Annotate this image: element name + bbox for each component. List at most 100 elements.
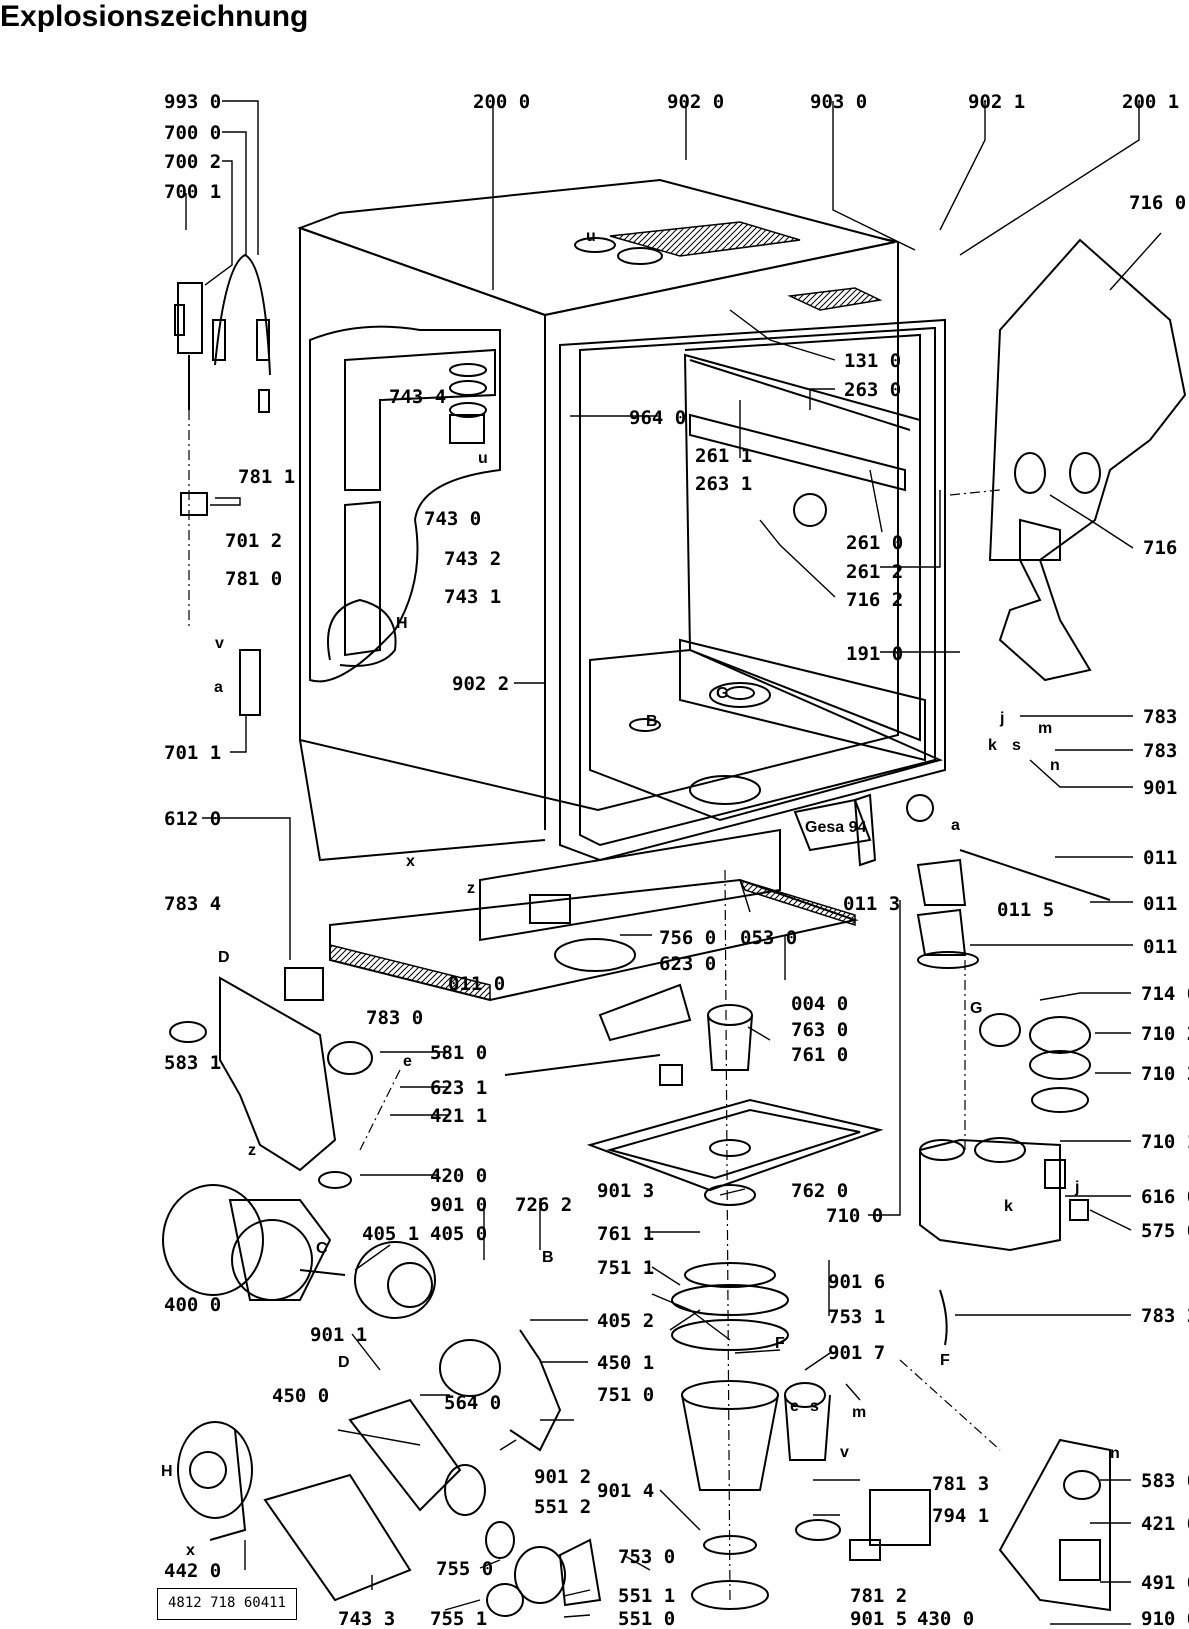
letter-callout: G (716, 685, 728, 702)
part-label: 910 0 (1141, 1608, 1189, 1629)
part-label: 743 4 (389, 386, 446, 408)
part-label: 575 0 (1141, 1220, 1189, 1242)
base-plate (329, 828, 859, 1002)
part-label: 714 0 (1141, 983, 1189, 1005)
letter-callout: e (403, 1053, 412, 1070)
letter-callout: a (951, 817, 960, 834)
part-label: 903 0 (810, 91, 867, 113)
part-label: 763 0 (791, 1019, 848, 1041)
inner-tub (589, 353, 943, 822)
letter-callout: s (810, 1398, 819, 1415)
part-label: 761 0 (791, 1044, 848, 1066)
part-label: 743 2 (444, 548, 501, 570)
part-label: 700 1 (164, 181, 221, 203)
part-label: 781 3 (932, 1473, 989, 1495)
part-label: 405 0 (430, 1223, 487, 1245)
part-label: 450 0 (272, 1385, 329, 1407)
part-label: 581 0 (430, 1042, 487, 1064)
part-label: 783 4 (164, 893, 221, 915)
part-labels: 993 0 700 0 700 2 700 1 781 1 701 2 781 … (164, 91, 1189, 1629)
part-label: 700 0 (164, 122, 221, 144)
part-label: 011 5 (997, 899, 1054, 921)
part-label: 551 2 (534, 1496, 591, 1518)
part-label: 053 0 (740, 927, 797, 949)
letter-callout: u (586, 228, 596, 245)
part-label: 783 1 (1143, 706, 1189, 728)
part-label: 901 6 (828, 1271, 885, 1293)
part-label: 710 3 (1141, 1063, 1189, 1085)
part-label: 901 7 (828, 1342, 885, 1364)
part-label: 701 1 (164, 742, 221, 764)
part-label: 783 3 (1141, 1305, 1189, 1327)
letter-callout: n (1110, 1445, 1120, 1462)
part-label: 710 1 (1141, 1131, 1189, 1153)
part-label: 753 1 (828, 1306, 885, 1328)
part-label: 781 0 (225, 568, 282, 590)
part-label: 710 2 (1141, 1023, 1189, 1045)
stamp: Gesa 94 (793, 793, 877, 867)
part-label: 131 0 (844, 350, 901, 372)
part-label: 011 1 (1143, 847, 1189, 869)
part-label: 421 0 (1141, 1513, 1189, 1535)
letter-callout: H (396, 615, 408, 632)
part-label: 261 2 (846, 561, 903, 583)
part-label: 751 0 (597, 1384, 654, 1406)
part-label: 901 3 (597, 1180, 654, 1202)
letter-callout: k (1004, 1198, 1013, 1215)
part-label: 420 0 (430, 1165, 487, 1187)
part-label: 261 0 (846, 532, 903, 554)
letter-callout: B (646, 713, 658, 730)
part-label: 716 0 (1129, 192, 1186, 214)
letter-callout: j (999, 710, 1004, 727)
part-label: 261 1 (695, 445, 752, 467)
part-label: 701 2 (225, 530, 282, 552)
part-label: 993 0 (164, 91, 221, 113)
part-label: 421 1 (430, 1105, 487, 1127)
letter-callout: z (467, 880, 475, 897)
letter-callout: m (852, 1404, 866, 1421)
part-label: 901 4 (597, 1480, 654, 1502)
letter-callout: v (840, 1444, 849, 1461)
part-label: 901 5 (850, 1608, 907, 1629)
side-panel-716 (988, 238, 1187, 682)
part-label: 761 1 (597, 1223, 654, 1245)
letter-callout: n (1050, 757, 1060, 774)
letter-callout: H (161, 1463, 173, 1480)
part-label: 551 0 (618, 1608, 675, 1629)
part-label: 751 1 (597, 1257, 654, 1279)
part-label: 564 0 (444, 1392, 501, 1414)
assembly-axes (188, 410, 1001, 1601)
document-number: 4812 718 60411 (157, 1588, 297, 1620)
part-label: 011 3 (843, 893, 900, 915)
part-label: 781 1 (238, 466, 295, 488)
part-label: 743 1 (444, 586, 501, 608)
letter-callout: j (1074, 1179, 1079, 1196)
salt-container-and-parts (906, 794, 1111, 1612)
part-label: 191 0 (846, 643, 903, 665)
part-label: 551 1 (618, 1585, 675, 1607)
part-label: 011 0 (448, 973, 505, 995)
stamp-text: Gesa 94 (805, 819, 866, 836)
part-label: 400 0 (164, 1294, 221, 1316)
part-label: 583 1 (164, 1052, 221, 1074)
pump-and-drain (177, 1398, 602, 1617)
letter-callout: x (406, 853, 415, 870)
letter-callout: D (338, 1354, 350, 1371)
part-label: 781 2 (850, 1585, 907, 1607)
part-label: 783 0 (366, 1007, 423, 1029)
top-left-parts (174, 253, 271, 716)
part-label: 794 1 (932, 1505, 989, 1527)
letter-callout: k (988, 737, 997, 754)
part-label: 011 4 (1143, 936, 1189, 958)
letter-callout: v (215, 635, 224, 652)
part-label: 612 0 (164, 808, 221, 830)
part-label: 491 0 (1141, 1572, 1189, 1594)
letter-callout: G (970, 1000, 982, 1017)
part-label: 623 1 (430, 1077, 487, 1099)
part-label: 263 0 (844, 379, 901, 401)
part-label: 756 0 (659, 927, 716, 949)
part-label: 964 0 (629, 407, 686, 429)
part-label: 011 2 (1143, 893, 1189, 915)
part-label: 743 0 (424, 508, 481, 530)
